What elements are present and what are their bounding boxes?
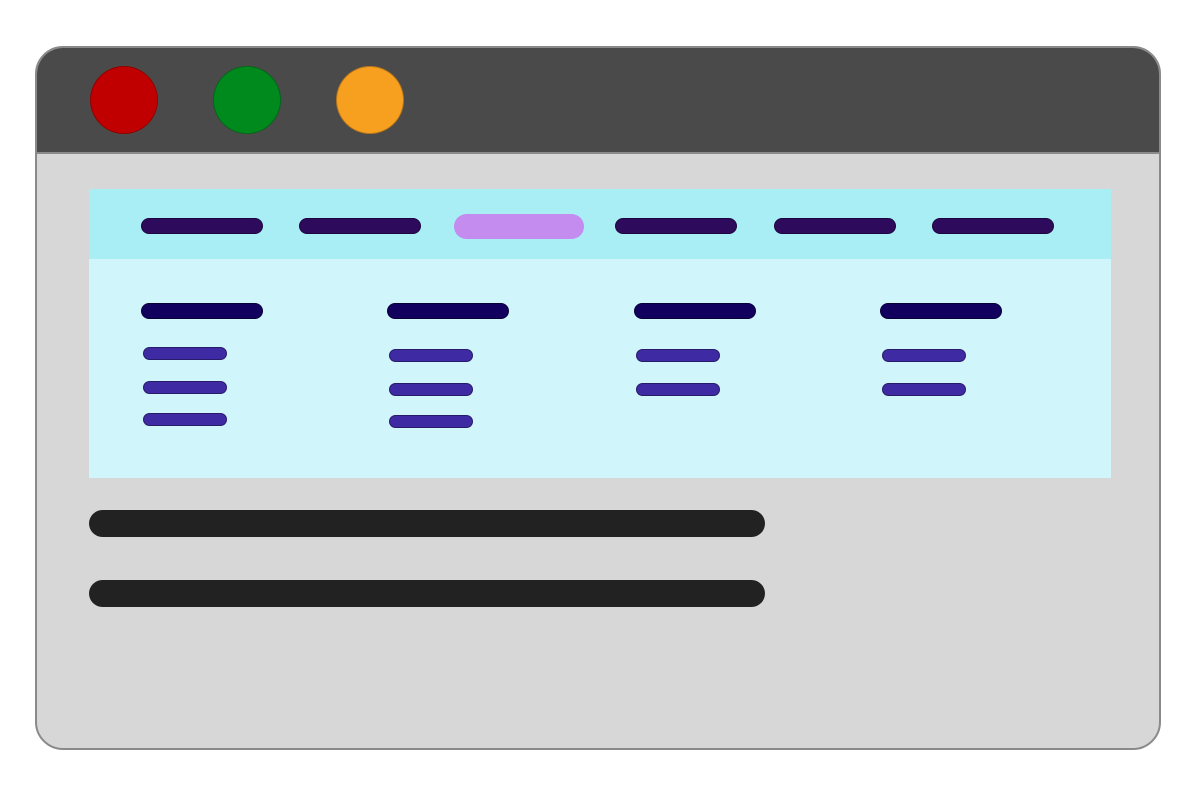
nav-item-4[interactable] [615,218,737,234]
column-heading [880,303,1002,319]
mega-menu [89,189,1111,478]
nav-item-5[interactable] [774,218,896,234]
column-link[interactable] [143,413,227,426]
nav-item-2[interactable] [299,218,421,234]
column-link[interactable] [389,349,473,362]
maximize-window-button[interactable] [213,66,281,134]
column-heading [634,303,756,319]
title-bar [37,48,1159,154]
nav-item-6[interactable] [932,218,1054,234]
column-link[interactable] [636,383,720,396]
nav-item-3-active[interactable] [454,214,584,239]
column-link[interactable] [389,415,473,428]
column-link[interactable] [389,383,473,396]
body-text-line-1 [89,510,765,537]
minimize-window-button[interactable] [336,66,404,134]
column-link[interactable] [882,349,966,362]
browser-window [35,46,1161,750]
body-text-line-2 [89,580,765,607]
dropdown-panel [89,259,1111,478]
column-heading [387,303,509,319]
nav-bar [89,189,1111,259]
column-link[interactable] [143,347,227,360]
column-link[interactable] [143,381,227,394]
column-link[interactable] [882,383,966,396]
column-link[interactable] [636,349,720,362]
nav-item-1[interactable] [141,218,263,234]
close-window-button[interactable] [90,66,158,134]
column-heading [141,303,263,319]
